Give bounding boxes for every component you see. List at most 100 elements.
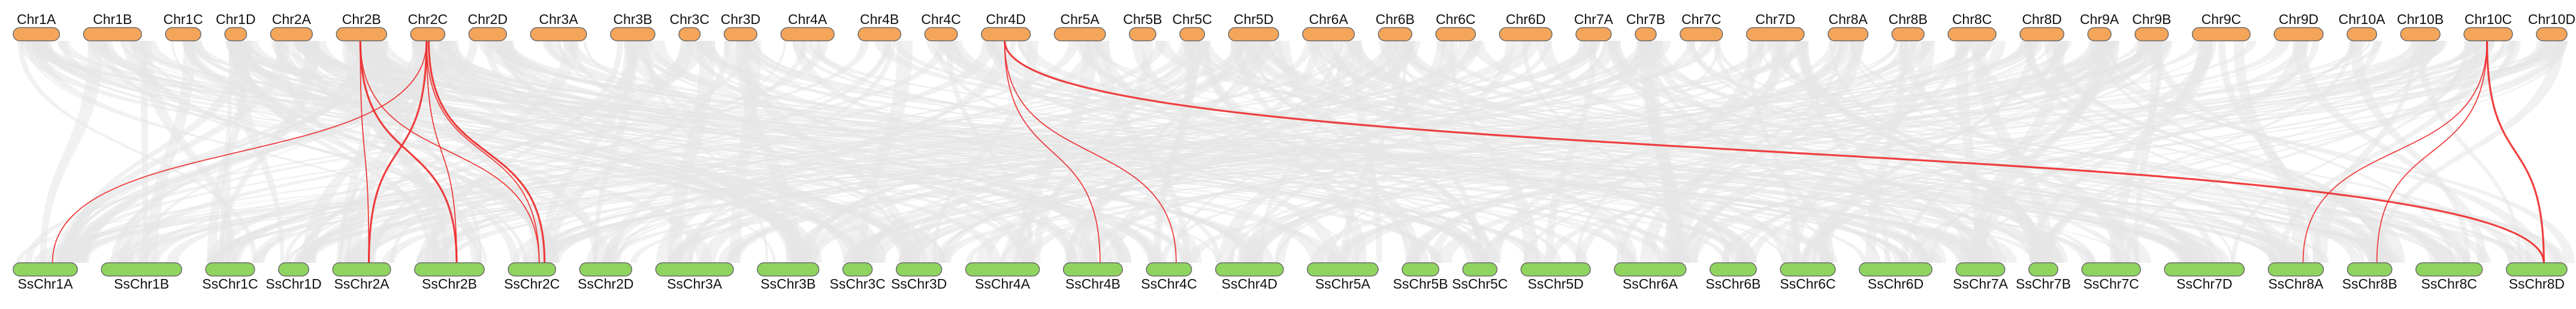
chromosome-bar[interactable] xyxy=(224,27,247,41)
chromosome-bar[interactable] xyxy=(508,262,557,277)
top-chromosome-Chr3B[interactable]: Chr3B xyxy=(610,11,656,41)
chromosome-bar[interactable] xyxy=(1520,262,1591,277)
chromosome-bar[interactable] xyxy=(530,27,587,41)
chromosome-bar[interactable] xyxy=(1745,27,1805,41)
chromosome-bar[interactable] xyxy=(2463,27,2513,41)
chromosome-bar[interactable] xyxy=(13,262,78,277)
chromosome-bar[interactable] xyxy=(1891,27,1925,41)
top-chromosome-Chr6D[interactable]: Chr6D xyxy=(1499,11,1553,41)
top-chromosome-Chr10C[interactable]: Chr10C xyxy=(2463,11,2513,41)
top-chromosome-Chr10B[interactable]: Chr10B xyxy=(2397,11,2444,41)
bottom-chromosome-SsChr1D[interactable]: SsChr1D xyxy=(265,262,322,292)
chromosome-bar[interactable] xyxy=(924,27,958,41)
bottom-chromosome-SsChr6B[interactable]: SsChr6B xyxy=(1705,262,1760,292)
chromosome-bar[interactable] xyxy=(1947,27,1997,41)
top-chromosome-Chr6B[interactable]: Chr6B xyxy=(1376,11,1415,41)
chromosome-bar[interactable] xyxy=(1575,27,1612,41)
top-chromosome-Chr8A[interactable]: Chr8A xyxy=(1828,11,1869,41)
top-chromosome-Chr8C[interactable]: Chr8C xyxy=(1947,11,1997,41)
top-chromosome-Chr1B[interactable]: Chr1B xyxy=(83,11,142,41)
bottom-chromosome-SsChr7C[interactable]: SsChr7C xyxy=(2081,262,2141,292)
chromosome-bar[interactable] xyxy=(1215,262,1284,277)
chromosome-bar[interactable] xyxy=(13,27,61,41)
chromosome-bar[interactable] xyxy=(278,262,309,277)
bottom-chromosome-SsChr3C[interactable]: SsChr3C xyxy=(830,262,886,292)
bottom-chromosome-SsChr3A[interactable]: SsChr3A xyxy=(655,262,734,292)
chromosome-bar[interactable] xyxy=(842,262,873,277)
top-chromosome-Chr2C[interactable]: Chr2C xyxy=(408,11,448,41)
top-chromosome-Chr3D[interactable]: Chr3D xyxy=(721,11,760,41)
chromosome-bar[interactable] xyxy=(332,262,391,277)
top-chromosome-Chr1C[interactable]: Chr1C xyxy=(163,11,203,41)
chromosome-bar[interactable] xyxy=(1302,27,1355,41)
bottom-chromosome-SsChr3B[interactable]: SsChr3B xyxy=(757,262,820,292)
top-chromosome-Chr4D[interactable]: Chr4D xyxy=(981,11,1031,41)
top-chromosome-Chr2A[interactable]: Chr2A xyxy=(270,11,313,41)
bottom-chromosome-SsChr6D[interactable]: SsChr6D xyxy=(1859,262,1932,292)
top-chromosome-Chr1A[interactable]: Chr1A xyxy=(13,11,61,41)
top-chromosome-Chr9B[interactable]: Chr9B xyxy=(2132,11,2171,41)
top-chromosome-Chr5A[interactable]: Chr5A xyxy=(1053,11,1106,41)
chromosome-bar[interactable] xyxy=(723,27,757,41)
chromosome-bar[interactable] xyxy=(1179,27,1205,41)
bottom-chromosome-SsChr8B[interactable]: SsChr8B xyxy=(2342,262,2397,292)
chromosome-bar[interactable] xyxy=(2081,262,2141,277)
chromosome-bar[interactable] xyxy=(1780,262,1836,277)
bottom-chromosome-SsChr1C[interactable]: SsChr1C xyxy=(202,262,258,292)
bottom-chromosome-SsChr6C[interactable]: SsChr6C xyxy=(1780,262,1836,292)
chromosome-bar[interactable] xyxy=(678,27,701,41)
top-chromosome-Chr5C[interactable]: Chr5C xyxy=(1172,11,1212,41)
bottom-chromosome-SsChr7D[interactable]: SsChr7D xyxy=(2164,262,2245,292)
chromosome-bar[interactable] xyxy=(857,27,902,41)
bottom-chromosome-SsChr2D[interactable]: SsChr2D xyxy=(578,262,633,292)
bottom-chromosome-SsChr2A[interactable]: SsChr2A xyxy=(332,262,391,292)
chromosome-bar[interactable] xyxy=(655,262,734,277)
chromosome-bar[interactable] xyxy=(165,27,201,41)
top-chromosome-Chr7D[interactable]: Chr7D xyxy=(1745,11,1805,41)
bottom-chromosome-SsChr7B[interactable]: SsChr7B xyxy=(2016,262,2071,292)
top-chromosome-Chr4A[interactable]: Chr4A xyxy=(780,11,835,41)
chromosome-bar[interactable] xyxy=(1635,27,1657,41)
chromosome-bar[interactable] xyxy=(1499,27,1553,41)
chromosome-bar[interactable] xyxy=(1228,27,1279,41)
chromosome-bar[interactable] xyxy=(83,27,142,41)
bottom-chromosome-SsChr5C[interactable]: SsChr5C xyxy=(1452,262,1508,292)
bottom-chromosome-SsChr2B[interactable]: SsChr2B xyxy=(414,262,485,292)
chromosome-bar[interactable] xyxy=(270,27,313,41)
top-chromosome-Chr2B[interactable]: Chr2B xyxy=(336,11,388,41)
bottom-chromosome-SsChr7A[interactable]: SsChr7A xyxy=(1953,262,2009,292)
bottom-chromosome-SsChr6A[interactable]: SsChr6A xyxy=(1614,262,1687,292)
chromosome-bar[interactable] xyxy=(410,27,446,41)
top-chromosome-Chr9C[interactable]: Chr9C xyxy=(2191,11,2251,41)
top-chromosome-Chr3C[interactable]: Chr3C xyxy=(670,11,709,41)
chromosome-bar[interactable] xyxy=(2347,27,2378,41)
chromosome-bar[interactable] xyxy=(2347,262,2393,277)
top-chromosome-Chr9A[interactable]: Chr9A xyxy=(2080,11,2119,41)
chromosome-bar[interactable] xyxy=(205,262,255,277)
chromosome-bar[interactable] xyxy=(1307,262,1379,277)
chromosome-bar[interactable] xyxy=(1709,262,1757,277)
chromosome-bar[interactable] xyxy=(780,27,835,41)
top-chromosome-Chr5B[interactable]: Chr5B xyxy=(1123,11,1162,41)
chromosome-bar[interactable] xyxy=(610,27,656,41)
chromosome-bar[interactable] xyxy=(1062,262,1123,277)
top-chromosome-Chr4B[interactable]: Chr4B xyxy=(857,11,902,41)
top-chromosome-Chr2D[interactable]: Chr2D xyxy=(468,11,508,41)
top-chromosome-Chr7B[interactable]: Chr7B xyxy=(1626,11,1665,41)
chromosome-bar[interactable] xyxy=(965,262,1040,277)
top-chromosome-Chr7C[interactable]: Chr7C xyxy=(1680,11,1723,41)
bottom-chromosome-SsChr5A[interactable]: SsChr5A xyxy=(1307,262,1379,292)
bottom-chromosome-SsChr2C[interactable]: SsChr2C xyxy=(504,262,560,292)
top-chromosome-Chr8D[interactable]: Chr8D xyxy=(2019,11,2065,41)
top-chromosome-Chr6A[interactable]: Chr6A xyxy=(1302,11,1355,41)
chromosome-bar[interactable] xyxy=(1129,27,1156,41)
bottom-chromosome-SsChr4C[interactable]: SsChr4C xyxy=(1141,262,1197,292)
bottom-chromosome-SsChr1B[interactable]: SsChr1B xyxy=(101,262,183,292)
chromosome-bar[interactable] xyxy=(414,262,485,277)
chromosome-bar[interactable] xyxy=(2267,262,2324,277)
top-chromosome-Chr3A[interactable]: Chr3A xyxy=(530,11,587,41)
chromosome-bar[interactable] xyxy=(468,27,508,41)
bottom-chromosome-SsChr4B[interactable]: SsChr4B xyxy=(1062,262,1123,292)
chromosome-bar[interactable] xyxy=(2415,262,2483,277)
top-chromosome-Chr9D[interactable]: Chr9D xyxy=(2273,11,2324,41)
